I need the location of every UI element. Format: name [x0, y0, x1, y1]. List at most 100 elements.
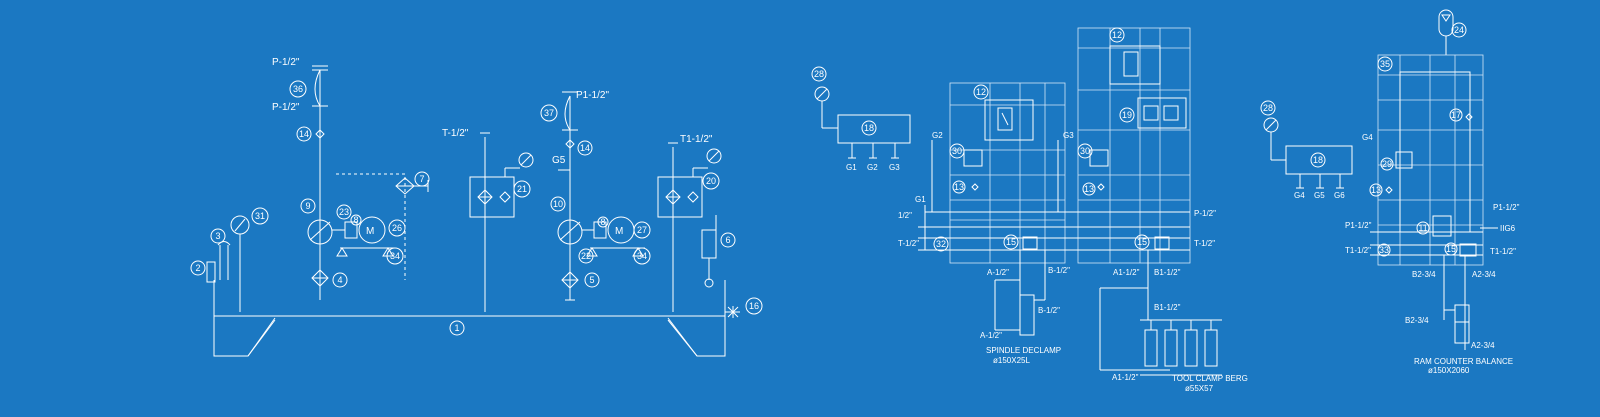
return-filter-box-2 — [657, 176, 703, 218]
label-a-half: A-1/2" — [987, 268, 1009, 277]
balloon-m28: 28 — [814, 69, 824, 79]
tool-clamp-cylinder-1 — [1144, 329, 1158, 367]
ram-counter-balance-labels: G4 G4 G5 G6 P1-1/2" T1-1/2" P1-1/2" IIG6… — [1294, 133, 1520, 375]
tool-clamp-title: TOOL CLAMP BERG — [1172, 374, 1248, 383]
balloon-4: 4 — [337, 275, 342, 285]
balloon-37: 37 — [544, 108, 554, 118]
power-unit-balloons: 36 14 9 23 8 26 34 4 7 31 3 2 1 21 37 14… — [190, 80, 763, 336]
motor-1-label: M — [366, 226, 374, 237]
balloon-m32: 32 — [936, 239, 946, 249]
balloon-8b: 8 — [600, 217, 605, 227]
balloon-r15: 15 — [1446, 244, 1456, 254]
return-filter-box-1 — [469, 176, 515, 218]
label-a1-half-2: A1-1/2" — [1112, 373, 1139, 382]
balloon-36: 36 — [293, 84, 303, 94]
tool-clamp-cylinder-3 — [1184, 329, 1198, 367]
power-unit-labels: P-1/2" P-1/2" T-1/2" P1-1/2" T1-1/2" G5 — [272, 57, 713, 166]
spindle-declamp-size: ø150X25L — [993, 356, 1030, 365]
balloon-r13: 13 — [1371, 185, 1381, 195]
balloon-m30b: 30 — [1080, 146, 1090, 156]
balloon-14a: 14 — [299, 129, 309, 139]
spindle-declamp-cylinder — [1019, 294, 1035, 336]
balloon-34b: 34 — [637, 251, 647, 261]
label-gauge-g5: G5 — [1314, 191, 1325, 200]
label-g5: G5 — [552, 155, 566, 166]
balloon-3: 3 — [215, 231, 220, 241]
label-b-half: B-1/2" — [1048, 266, 1070, 275]
ram-counter-balance-section — [1263, 9, 1498, 350]
label-p-half-right: P-1/2" — [1194, 209, 1216, 218]
balloon-22: 22 — [581, 251, 591, 261]
balloon-r29: 29 — [1382, 159, 1392, 169]
label-t1-half-left: T1-1/2" — [1345, 246, 1371, 255]
balloon-r17: 17 — [1451, 110, 1461, 120]
valve-manifold-section — [814, 27, 1222, 376]
balloon-1: 1 — [454, 323, 459, 333]
label-in-half: 1/2" — [898, 211, 912, 220]
label-a-half-2: A-1/2" — [980, 331, 1002, 340]
label-b1-half-2: B1-1/2" — [1154, 303, 1181, 312]
balloon-10: 10 — [553, 199, 563, 209]
motor-1-icon — [358, 216, 386, 244]
balloon-5: 5 — [589, 275, 594, 285]
tool-clamp-size: ø55X57 — [1185, 384, 1214, 393]
pressure-switch-box-1 — [837, 114, 911, 144]
label-g3-port: G3 — [1063, 131, 1074, 140]
ram-counter-balance-title: RAM COUNTER BALANCE — [1414, 357, 1513, 366]
balloon-m13b: 13 — [1084, 184, 1094, 194]
valve-manifold-balloons: 28 18 12 12 19 30 30 13 13 15 15 32 — [811, 27, 1150, 252]
drain-valve-symbol — [725, 306, 740, 318]
label-gauge-g3: G3 — [889, 163, 900, 172]
balloon-m13a: 13 — [954, 182, 964, 192]
balloon-m12b: 12 — [1112, 30, 1122, 40]
ram-counter-balance-cylinder — [1454, 304, 1470, 344]
pump-1-icon — [307, 219, 333, 245]
label-gauge-g4: G4 — [1294, 191, 1305, 200]
balloon-r18: 18 — [1313, 155, 1323, 165]
tool-clamp-cylinder-4 — [1204, 329, 1218, 367]
balloon-r28: 28 — [1263, 103, 1273, 113]
label-g2-port: G2 — [932, 131, 943, 140]
balloon-7: 7 — [419, 174, 424, 184]
reservoir-tank — [213, 315, 726, 357]
balloon-16: 16 — [749, 301, 759, 311]
balloon-r35: 35 — [1380, 59, 1390, 69]
label-a2: A2-3/4 — [1472, 270, 1496, 279]
balloon-m30a: 30 — [952, 146, 962, 156]
balloon-9: 9 — [305, 201, 310, 211]
label-b-half-2: B-1/2" — [1038, 306, 1060, 315]
label-t-half: T-1/2" — [442, 128, 469, 139]
power-unit-section: M M — [206, 65, 740, 357]
label-p-half-2: P-1/2" — [272, 102, 300, 113]
balloon-27: 27 — [637, 225, 647, 235]
balloon-14b: 14 — [580, 143, 590, 153]
balloon-23: 23 — [339, 207, 349, 217]
label-t-half-right: T-1/2" — [1194, 239, 1215, 248]
tool-clamp-cylinder-2 — [1164, 329, 1178, 367]
label-p-half-1: P-1/2" — [272, 57, 300, 68]
label-t-half-left: T-1/2" — [898, 239, 919, 248]
spindle-declamp-title: SPINDLE DECLAMP — [986, 346, 1061, 355]
label-gauge-g1: G1 — [846, 163, 857, 172]
pressure-switch-box-2 — [1285, 145, 1353, 175]
label-b1-half: B1-1/2" — [1154, 268, 1181, 277]
valve-manifold-labels: G2 G3 G1 G1 G2 G3 1/2" T-1/2" P-1/2" T-1… — [846, 131, 1248, 393]
balloon-34a: 34 — [390, 251, 400, 261]
balloon-m18: 18 — [864, 123, 874, 133]
balloon-r33: 33 — [1379, 245, 1389, 255]
balloon-8a: 8 — [353, 215, 358, 225]
balloon-r11: 11 — [1418, 223, 1427, 233]
label-p1-half-left: P1-1/2" — [1345, 221, 1372, 230]
motor-2-label: M — [615, 226, 623, 237]
label-a1-half: A1-1/2" — [1113, 268, 1140, 277]
balloon-m15b: 15 — [1137, 237, 1147, 247]
pump-2-icon — [557, 219, 583, 245]
balloon-31: 31 — [255, 211, 265, 221]
label-g4-port: G4 — [1362, 133, 1373, 142]
label-p1-half: P1-1/2" — [576, 90, 609, 101]
label-g1-port: G1 — [915, 195, 926, 204]
balloon-20: 20 — [706, 176, 716, 186]
label-gauge-g2: G2 — [867, 163, 878, 172]
balloon-r24: 24 — [1454, 25, 1464, 35]
